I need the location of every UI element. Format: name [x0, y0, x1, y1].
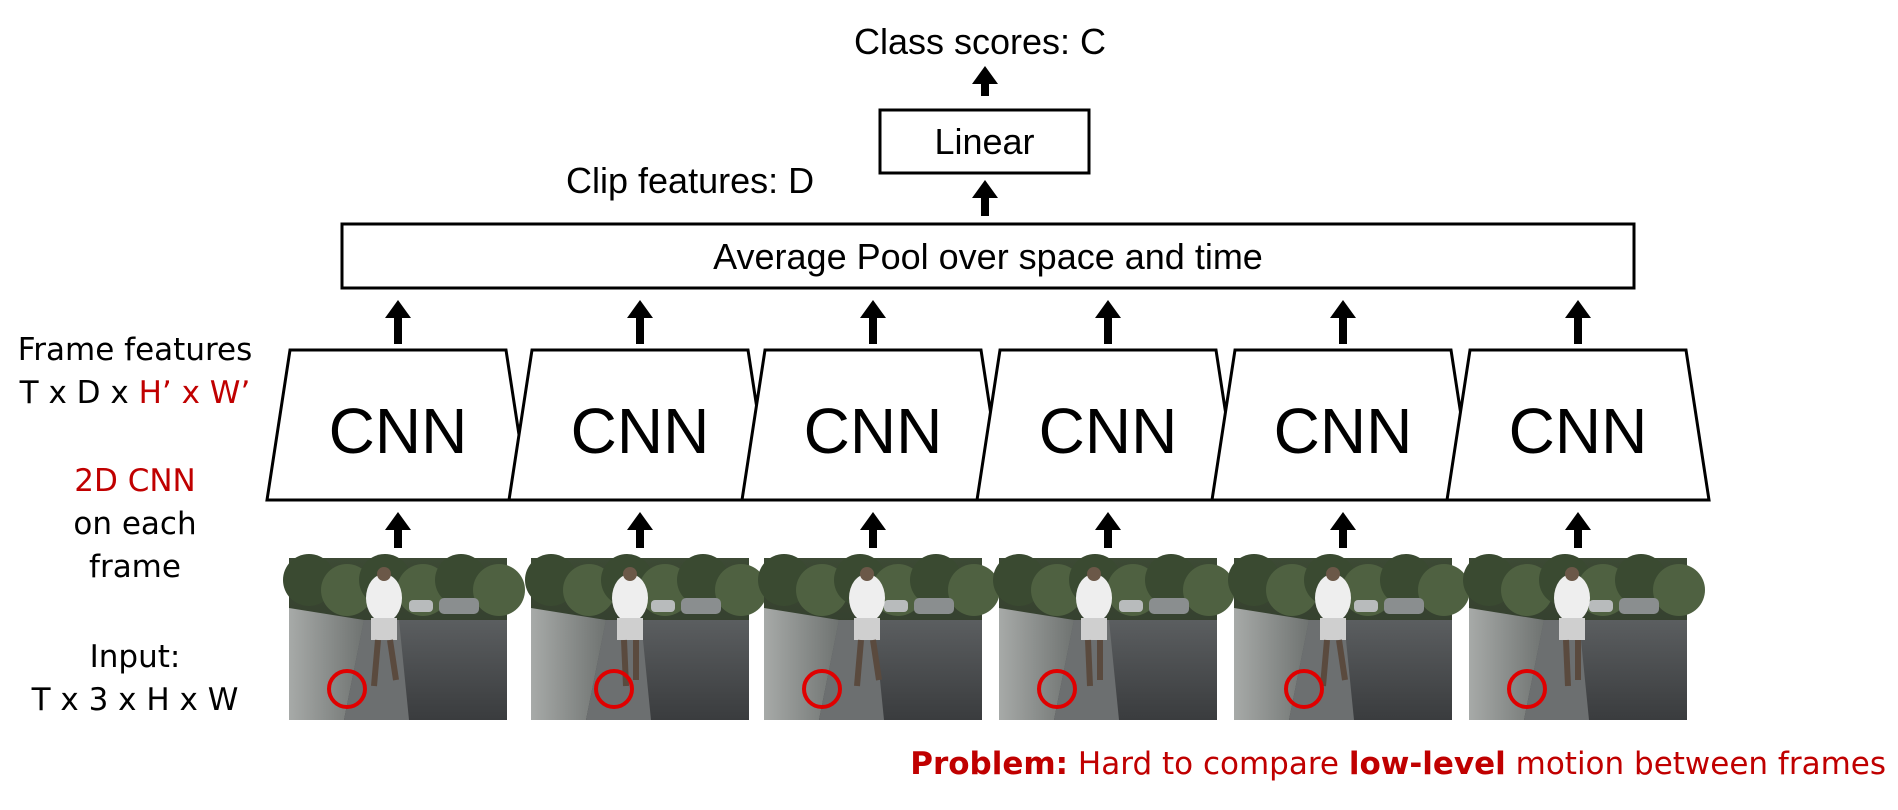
frame-features-dims-black: T x D x	[19, 375, 139, 411]
motion-highlight-circle-6	[1507, 669, 1547, 709]
input-label: Input: T x 3 x H x W	[0, 636, 270, 722]
arrow-cnn-to-pool-5	[1330, 300, 1356, 344]
video-frame-6	[1463, 554, 1705, 720]
frame-features-title: Frame features	[17, 332, 253, 368]
video-frame-5	[1228, 554, 1470, 720]
cnn2d-red-text: 2D CNN	[74, 463, 196, 499]
frame-features-dims: T x D x H’ x W’	[0, 372, 270, 415]
frame-features-label: Frame features T x D x H’ x W’	[0, 329, 270, 415]
linear-box	[878, 108, 1091, 175]
problem-statement: Problem: Hard to compare low-level motio…	[910, 746, 1886, 782]
cnn-label-3: CNN	[803, 395, 943, 467]
frames-layer	[283, 554, 1705, 720]
cnn-label-4: CNN	[1038, 395, 1178, 467]
arrow-linear-to-scores	[972, 66, 998, 96]
motion-highlight-circle-1	[327, 669, 367, 709]
arrow-cnn-to-pool-3	[860, 300, 886, 344]
arrow-frame-to-cnn-1	[385, 512, 411, 548]
cnn-label-6: CNN	[1508, 395, 1648, 467]
arrow-cnn-to-pool-4	[1095, 300, 1121, 344]
cnn-block-6	[1445, 348, 1711, 502]
cnn2d-frame: frame	[89, 549, 181, 585]
arrow-cnn-to-pool-1	[385, 300, 411, 344]
cnn-label-5: CNN	[1273, 395, 1413, 467]
arrow-cnn-to-pool-6	[1565, 300, 1591, 344]
arrows-layer	[385, 66, 1591, 548]
average-pool-box	[340, 222, 1636, 290]
problem-bold-low-level: low-level	[1348, 746, 1506, 782]
arrow-frame-to-cnn-2	[627, 512, 653, 548]
arrow-frame-to-cnn-4	[1095, 512, 1121, 548]
clip-features-label: Clip features: D	[566, 160, 815, 201]
cnn-label-1: CNN	[328, 395, 468, 467]
video-frame-3	[758, 554, 1000, 720]
cnn2d-label: 2D CNN on each frame	[0, 460, 270, 589]
input-dims: T x 3 x H x W	[31, 682, 239, 718]
arrow-frame-to-cnn-3	[860, 512, 886, 548]
linear-label: Linear	[934, 121, 1035, 162]
problem-text-2: motion between frames	[1505, 746, 1886, 782]
arrow-frame-to-cnn-6	[1565, 512, 1591, 548]
motion-highlight-circle-3	[802, 669, 842, 709]
input-title: Input:	[89, 639, 181, 675]
average-pool-label: Average Pool over space and time	[713, 236, 1263, 277]
video-frame-2	[525, 554, 767, 720]
motion-highlight-circle-2	[594, 669, 634, 709]
video-frame-4	[993, 554, 1235, 720]
arrow-frame-to-cnn-5	[1330, 512, 1356, 548]
problem-text-1: Hard to compare	[1068, 746, 1349, 782]
motion-highlight-circle-4	[1037, 669, 1077, 709]
cnn-label-2: CNN	[570, 395, 710, 467]
cnn2d-on-each: on each	[73, 506, 197, 542]
problem-bold-label: Problem:	[910, 746, 1069, 782]
arrow-cnn-to-pool-2	[627, 300, 653, 344]
cnn-blocks-layer	[265, 348, 1711, 502]
frame-features-dims-red: H’ x W’	[138, 375, 251, 411]
video-frame-1	[283, 554, 525, 720]
arrow-pool-to-linear	[972, 180, 998, 216]
class-scores-label: Class scores: C	[853, 21, 1107, 62]
motion-highlight-circle-5	[1284, 669, 1324, 709]
